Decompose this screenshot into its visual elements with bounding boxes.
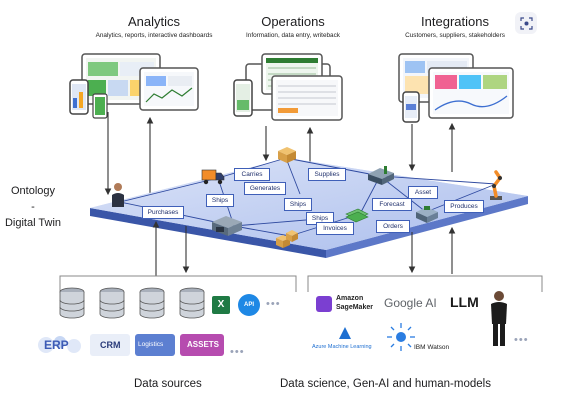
chip-generates: Generates	[244, 182, 286, 195]
lens-button[interactable]	[515, 12, 537, 34]
operations-subtitle: Information, data entry, writeback	[245, 32, 340, 39]
data-sources-more: •••	[266, 298, 281, 310]
logistics-badge: Logistics	[135, 334, 175, 356]
chip-ships-left: Ships	[206, 194, 234, 207]
ontology-label: Ontology - Digital Twin	[0, 183, 68, 231]
ontology-label-line3: Digital Twin	[4, 217, 62, 229]
api-icon: API	[238, 294, 260, 316]
amazon-sagemaker-logo: Amazon SageMaker	[316, 294, 378, 314]
chip-produces: Produces	[444, 200, 484, 213]
erp-icon	[38, 336, 81, 353]
chip-orders: Orders	[376, 220, 410, 233]
chip-supplies: Supplies	[308, 168, 346, 181]
warehouse-icon	[212, 216, 242, 236]
ontology-label-line2: -	[31, 201, 35, 213]
human-figure-icon	[491, 291, 507, 346]
chip-purchases: Purchases	[142, 206, 184, 219]
bottom-arrows	[152, 220, 456, 276]
azure-label: Azure Machine Learning	[312, 344, 372, 350]
operations-dashboards	[233, 53, 343, 121]
sagemaker-icon	[316, 296, 332, 312]
analytics-header: Analytics Analytics, reports, interactiv…	[70, 14, 238, 39]
integrations-header: Integrations Customers, suppliers, stake…	[382, 14, 528, 39]
chip-forecast: Forecast	[372, 198, 412, 211]
integrations-dashboards	[398, 53, 514, 123]
database-icons	[59, 287, 205, 319]
machine-icon	[416, 206, 438, 223]
database-icon-1	[59, 287, 85, 319]
apps-more: •••	[230, 346, 245, 358]
amazon-label: Amazon	[336, 295, 364, 302]
excel-icon: X	[212, 296, 230, 314]
erp-label: ERP	[44, 338, 69, 352]
watson-icon	[387, 323, 415, 351]
ontology-label-line1: Ontology	[10, 185, 56, 197]
robot-arm-icon	[490, 170, 503, 200]
azure-icon	[339, 327, 351, 339]
assets-label: ASSETS	[187, 340, 220, 349]
logistics-label: Logistics	[138, 341, 164, 348]
llm-logo: LLM	[450, 294, 479, 310]
chip-ships-mid: Ships	[284, 198, 312, 211]
assets-badge: ASSETS	[180, 334, 224, 356]
sagemaker-label: SageMaker	[336, 304, 373, 311]
top-arrows	[104, 112, 456, 196]
science-label: Data science, Gen-AI and human-models	[280, 378, 491, 390]
chip-invoices: Invoices	[316, 222, 354, 235]
crm-badge: CRM	[90, 334, 130, 356]
science-more: •••	[514, 334, 529, 346]
chip-asset: Asset	[408, 186, 438, 199]
brackets	[59, 275, 543, 292]
chip-carries: Carries	[234, 168, 270, 181]
factory-icon	[368, 166, 394, 185]
analytics-title: Analytics	[127, 14, 181, 29]
erp-badge: ERP	[36, 334, 84, 356]
box-icon	[278, 147, 296, 163]
lens-icon	[519, 16, 533, 30]
crm-label: CRM	[100, 340, 121, 350]
data-sources-label: Data sources	[134, 378, 202, 390]
ibm-watson-label: IBM Watson	[414, 344, 450, 351]
integrations-subtitle: Customers, suppliers, stakeholders	[405, 32, 505, 39]
analytics-subtitle: Analytics, reports, interactive dashboar…	[95, 32, 213, 39]
operations-header: Operations Information, data entry, writ…	[218, 14, 368, 39]
database-icon-4	[179, 287, 205, 319]
cash-icon	[345, 208, 369, 223]
azure-ml-logo: Azure Machine Learning	[312, 326, 382, 356]
database-icon-2	[99, 287, 125, 319]
ibm-watson-logo: IBM Watson	[386, 322, 456, 356]
integrations-title: Integrations	[421, 14, 489, 29]
boxes-icon	[276, 230, 298, 248]
truck-icon	[201, 169, 225, 185]
operations-title: Operations	[261, 14, 325, 29]
person-icon	[112, 183, 124, 207]
google-ai-logo: Google AI	[384, 296, 437, 310]
database-icon-3	[139, 287, 165, 319]
analytics-dashboards	[69, 53, 199, 119]
